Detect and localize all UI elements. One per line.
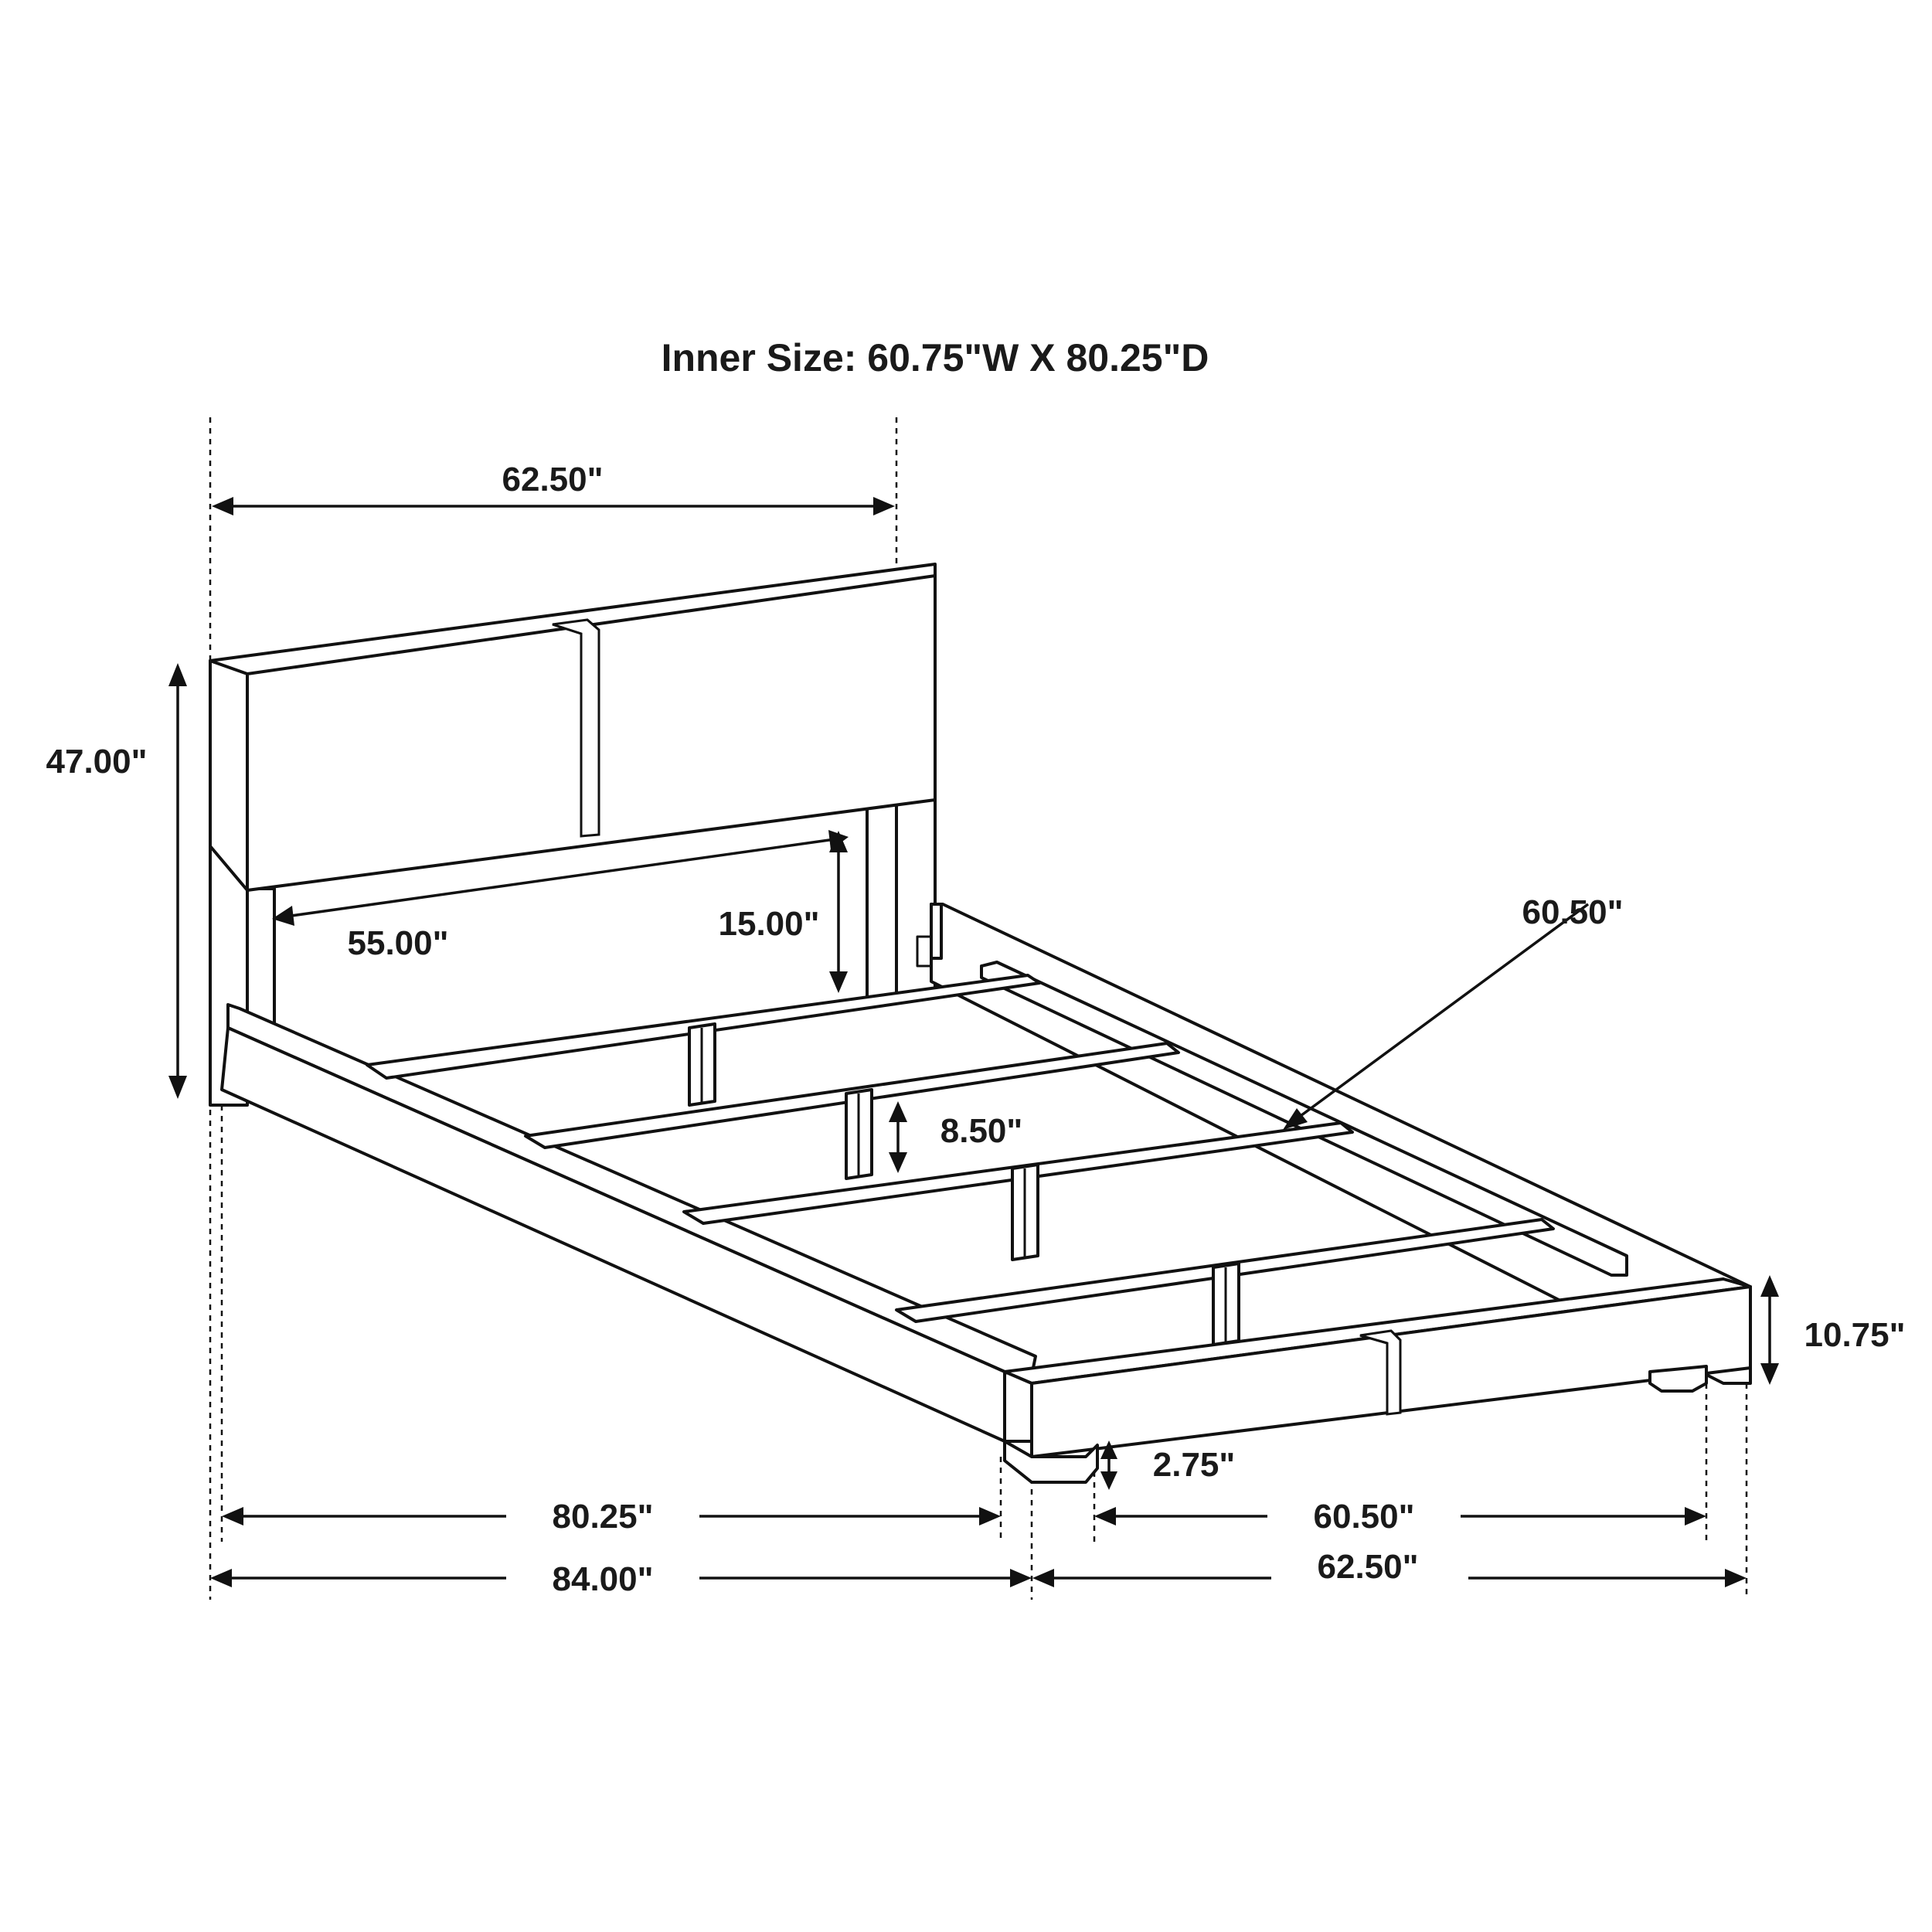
label-headboard-clearance: 15.00" (719, 905, 820, 943)
foot-legs (1003, 1365, 1708, 1484)
dim-inner-width (1094, 1507, 1706, 1526)
dim-headboard-clearance (829, 831, 848, 993)
label-inner-width: 60.50" (1314, 1498, 1415, 1536)
headboard (209, 563, 937, 892)
dim-footboard-height (1760, 1275, 1779, 1385)
label-inner-headboard-width: 55.00" (348, 924, 449, 962)
label-slat-length: 60.50" (1522, 893, 1624, 931)
slats (366, 974, 1555, 1346)
left-side-rail (220, 1003, 1037, 1443)
dim-headboard-width (212, 497, 895, 515)
dim-leg-height (1100, 1440, 1117, 1490)
dim-overall-length (210, 1569, 1032, 1587)
dim-slat-leg-height (889, 1101, 907, 1173)
label-overall-length: 84.00" (553, 1560, 654, 1598)
dim-overall-width (1032, 1569, 1747, 1587)
label-headboard-width: 62.50" (502, 461, 604, 498)
bed-drawing (209, 563, 1752, 1484)
label-leg-height: 2.75" (1153, 1446, 1236, 1484)
dim-slat-length-leader (1283, 903, 1590, 1130)
footboard (1003, 1277, 1752, 1458)
label-overall-height: 47.00" (46, 743, 148, 781)
label-slat-leg-height: 8.50" (940, 1112, 1023, 1150)
title-inner-size: Inner Size: 60.75"W X 80.25"D (662, 336, 1209, 379)
label-footboard-height: 10.75" (1804, 1316, 1906, 1354)
label-overall-width: 62.50" (1318, 1548, 1419, 1586)
dim-overall-height (168, 663, 187, 1099)
label-inner-length: 80.25" (553, 1498, 654, 1536)
dim-inner-length (222, 1507, 1001, 1526)
